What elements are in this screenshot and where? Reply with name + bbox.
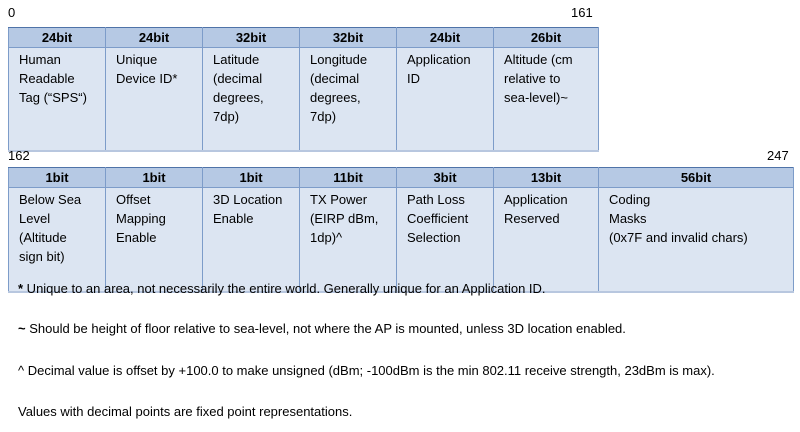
field-description-cell: Altitude (cm relative to sea-level)~ [493,47,599,152]
field-table-row2: 1bit 1bit 1bit 11bit 3bit 13bit 56bit Be… [8,167,794,293]
bit-size-cell: 11bit [299,167,397,188]
footnote-tx-power: ^ Decimal value is offset by +100.0 to m… [18,363,715,379]
footnote-text: Should be height of floor relative to se… [25,321,626,336]
bit-size-cell: 1bit [202,167,300,188]
bit-size-row: 24bit 24bit 32bit 32bit 24bit 26bit [8,27,599,48]
footnote-text: Decimal value is offset by +100.0 to mak… [24,363,715,378]
footnote-symbol: ~ [18,321,26,336]
bit-size-cell: 26bit [493,27,599,48]
bit-size-cell: 1bit [8,167,106,188]
field-description-cell: Application ID [396,47,494,152]
field-description-row: Human Readable Tag (“SPS“) Unique Device… [8,47,599,152]
footnote-text: Values with decimal points are fixed poi… [18,404,353,419]
field-description-cell: Offset Mapping Enable [105,187,203,293]
field-description-cell: Unique Device ID* [105,47,203,152]
field-description-row: Below Sea Level (Altitude sign bit) Offs… [8,187,794,293]
bit-size-cell: 56bit [598,167,794,188]
bit-size-cell: 24bit [396,27,494,48]
field-description-cell: Human Readable Tag (“SPS“) [8,47,106,152]
row2-start-bit: 162 [8,148,30,163]
field-description-cell: TX Power (EIRP dBm, 1dp)^ [299,187,397,293]
bit-size-cell: 13bit [493,167,599,188]
bit-size-cell: 32bit [202,27,300,48]
field-description-cell: Coding Masks (0x7F and invalid chars) [598,187,794,293]
row1-start-bit: 0 [8,5,16,20]
footnote-unique-id: * Unique to an area, not necessarily the… [18,281,546,297]
field-table-row1: 24bit 24bit 32bit 32bit 24bit 26bit Huma… [8,27,599,152]
row1-end-bit: 161 [571,5,593,20]
footnote-altitude: ~ Should be height of floor relative to … [18,321,626,337]
bit-size-row: 1bit 1bit 1bit 11bit 3bit 13bit 56bit [8,167,794,188]
field-description-cell: Application Reserved [493,187,599,293]
bit-size-cell: 32bit [299,27,397,48]
bit-size-cell: 24bit [8,27,106,48]
row2-end-bit: 247 [767,148,789,163]
field-description-cell: Path Loss Coefficient Selection [396,187,494,293]
footnote-symbol: ^ [18,363,25,378]
footnote-fixed-point: Values with decimal points are fixed poi… [18,404,352,420]
field-description-cell: 3D Location Enable [202,187,300,293]
footnote-text: Unique to an area, not necessarily the e… [23,281,546,296]
field-description-cell: Longitude (decimal degrees, 7dp) [299,47,397,152]
bit-size-cell: 24bit [105,27,203,48]
bit-size-cell: 1bit [105,167,203,188]
bit-size-cell: 3bit [396,167,494,188]
field-description-cell: Below Sea Level (Altitude sign bit) [8,187,106,293]
footnote-symbol: * [18,281,24,296]
field-description-cell: Latitude (decimal degrees, 7dp) [202,47,300,152]
